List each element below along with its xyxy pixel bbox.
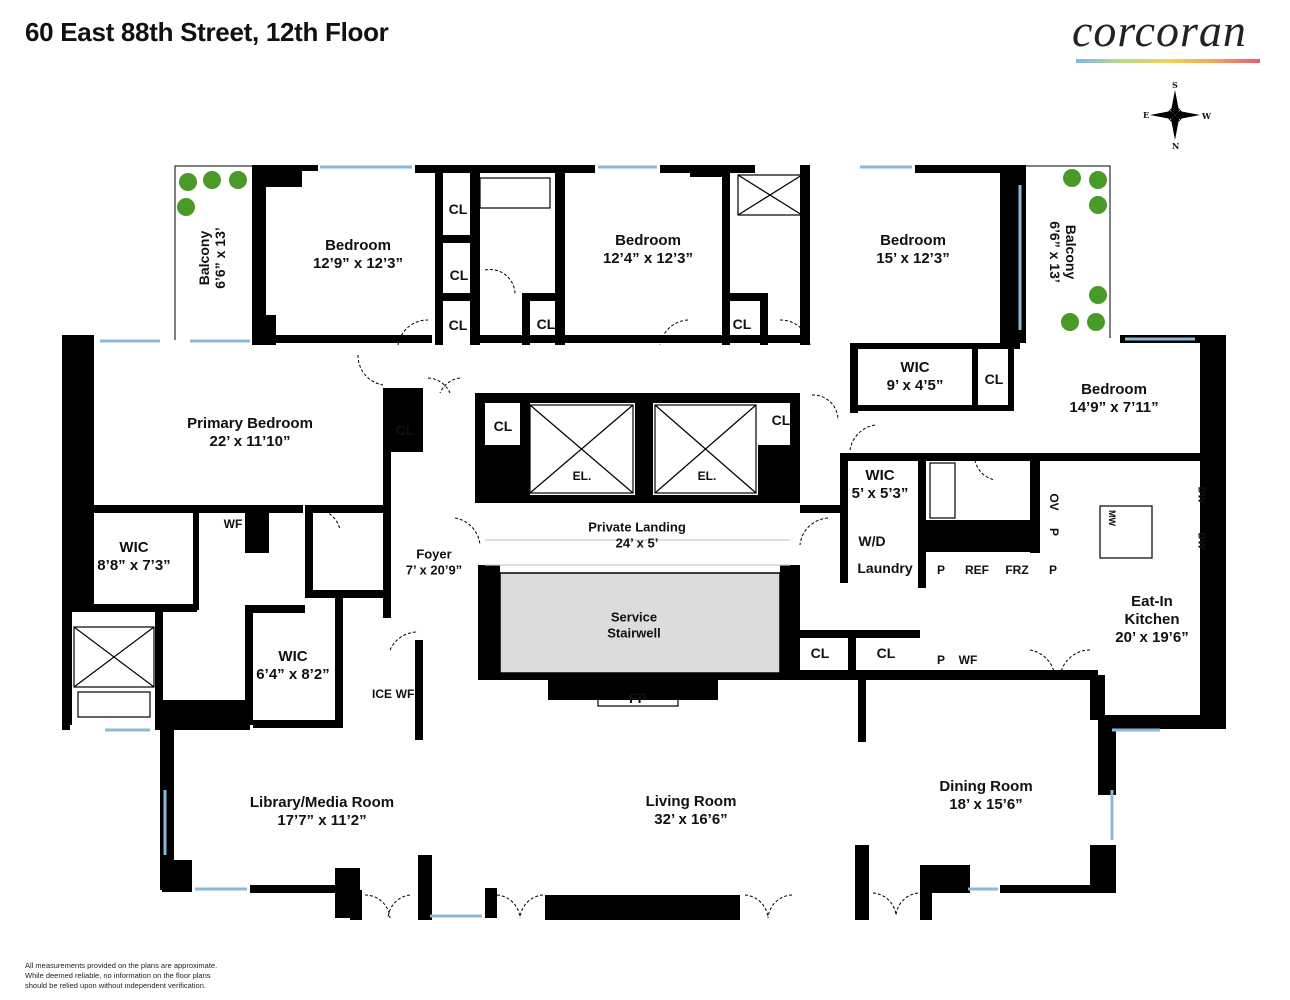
pantry-3: P <box>936 653 946 667</box>
disclaimer: All measurements provided on the plans a… <box>25 961 218 990</box>
closet-5: CL <box>732 316 752 332</box>
plants <box>177 169 1107 331</box>
closet-7: CL <box>771 412 791 428</box>
balconies <box>174 165 1111 340</box>
water-filter-3: WF <box>958 653 978 667</box>
brand-color-bar <box>1076 59 1260 63</box>
pantry-1: P <box>936 563 946 577</box>
refrigerator: REF <box>965 563 989 577</box>
closet-3: CL <box>448 317 468 333</box>
fireplace: FP <box>629 690 647 706</box>
compass-n: N <box>1172 141 1180 151</box>
interior-lines <box>73 174 1153 718</box>
microwave: MW <box>1107 510 1117 526</box>
compass-rose: S E W N <box>1140 80 1211 151</box>
closet-4: CL <box>536 316 556 332</box>
windows <box>100 165 1195 918</box>
pantry-2: P <box>1048 563 1058 577</box>
water-filter-2: WF <box>395 687 415 701</box>
compass-w: W <box>1202 111 1211 121</box>
closet-6: CL <box>984 371 1004 387</box>
closet-2: CL <box>449 267 469 283</box>
compass-e: E <box>1143 110 1150 120</box>
elevator-2: EL. <box>697 469 717 483</box>
stairwell-fill <box>499 572 781 674</box>
walls <box>62 165 1226 920</box>
closet-10: CL <box>810 645 830 661</box>
compass-s: S <box>1172 80 1178 90</box>
page-title: 60 East 88th Street, 12th Floor <box>25 17 389 47</box>
compass-icon <box>1150 90 1200 140</box>
oven: OV <box>1047 493 1061 511</box>
dishwasher-1: DW <box>1195 486 1207 504</box>
door-swings <box>319 269 1091 919</box>
laundry: Laundry <box>857 560 913 576</box>
closet-9: CL <box>395 422 415 438</box>
washer-dryer: W/D <box>858 533 886 549</box>
brand-logo: corcoran <box>1072 5 1247 56</box>
pantry-4: P <box>1047 527 1061 537</box>
ice-maker: ICE <box>371 687 393 701</box>
dishwasher-2: DW <box>1195 532 1207 550</box>
closet-8: CL <box>493 418 513 434</box>
water-filter-1: WF <box>223 517 243 531</box>
elevator-1: EL. <box>572 469 592 483</box>
closet-11: CL <box>876 645 896 661</box>
freezer: FRZ <box>1005 563 1029 577</box>
closet-1: CL <box>448 201 468 217</box>
